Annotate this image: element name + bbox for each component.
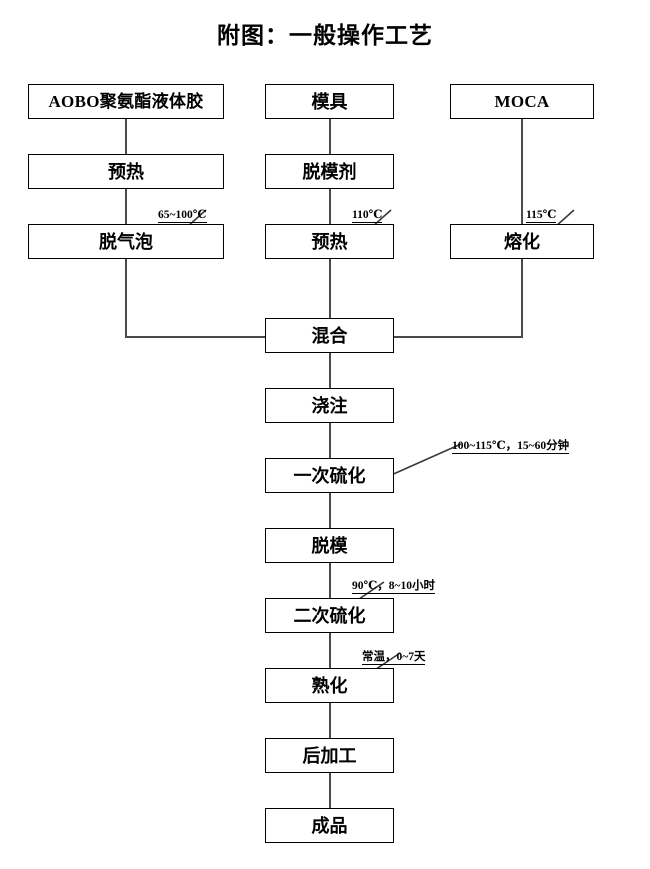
annotation-maturing-condition: 常温，0~7天: [362, 651, 426, 665]
node-mold[interactable]: 模具: [265, 84, 394, 119]
annotation-degas-temp: 65~100℃: [158, 209, 207, 223]
node-degas[interactable]: 脱气泡: [28, 224, 224, 259]
node-maturing[interactable]: 熟化: [265, 668, 394, 703]
node-first-cure[interactable]: 一次硫化: [265, 458, 394, 493]
node-preheat-mold[interactable]: 预热: [265, 224, 394, 259]
leader-line-first-cure: [388, 443, 462, 477]
connector-mold-to-release-agent: [329, 118, 331, 156]
node-second-cure[interactable]: 二次硫化: [265, 598, 394, 633]
connector-release-agent-to-preheat: [329, 188, 331, 226]
connector-post-process-to-finished: [329, 771, 331, 809]
connector-moca-to-melt: [521, 118, 523, 226]
node-finished[interactable]: 成品: [265, 808, 394, 843]
annotation-first-cure-condition: 100~115℃，15~60分钟: [452, 440, 570, 454]
connector-preheat-to-degas: [125, 188, 127, 226]
page-title: 附图：一般操作工艺: [217, 23, 433, 48]
connector-glue-to-preheat: [125, 118, 127, 156]
connector-second-cure-to-maturing: [329, 631, 331, 669]
node-pour[interactable]: 浇注: [265, 388, 394, 423]
connector-first-cure-to-demold: [329, 491, 331, 529]
connector-degas-down: [125, 258, 127, 338]
annotation-second-cure-condition: 90℃，8~10小时: [352, 580, 436, 594]
annotation-melt-temp: 115℃: [526, 209, 557, 223]
node-moca[interactable]: MOCA: [450, 84, 594, 119]
node-mix[interactable]: 混合: [265, 318, 394, 353]
node-release-agent[interactable]: 脱模剂: [265, 154, 394, 189]
connector-mix-to-pour: [329, 351, 331, 390]
connector-demold-to-second-cure: [329, 561, 331, 599]
annotation-preheat-mold-temp: 110℃: [352, 209, 383, 223]
connector-preheat-mold-to-mix: [329, 258, 331, 321]
connector-pour-to-first-cure: [329, 421, 331, 459]
node-post-process[interactable]: 后加工: [265, 738, 394, 773]
connector-melt-down: [521, 258, 523, 338]
node-preheat-glue[interactable]: 预热: [28, 154, 224, 189]
connector-maturing-to-post-process: [329, 701, 331, 739]
node-demold[interactable]: 脱模: [265, 528, 394, 563]
node-glue[interactable]: AOBO聚氨酯液体胶: [28, 84, 224, 119]
connector-degas-to-mix: [125, 336, 270, 338]
node-melt[interactable]: 熔化: [450, 224, 594, 259]
connector-melt-to-mix: [392, 336, 523, 338]
